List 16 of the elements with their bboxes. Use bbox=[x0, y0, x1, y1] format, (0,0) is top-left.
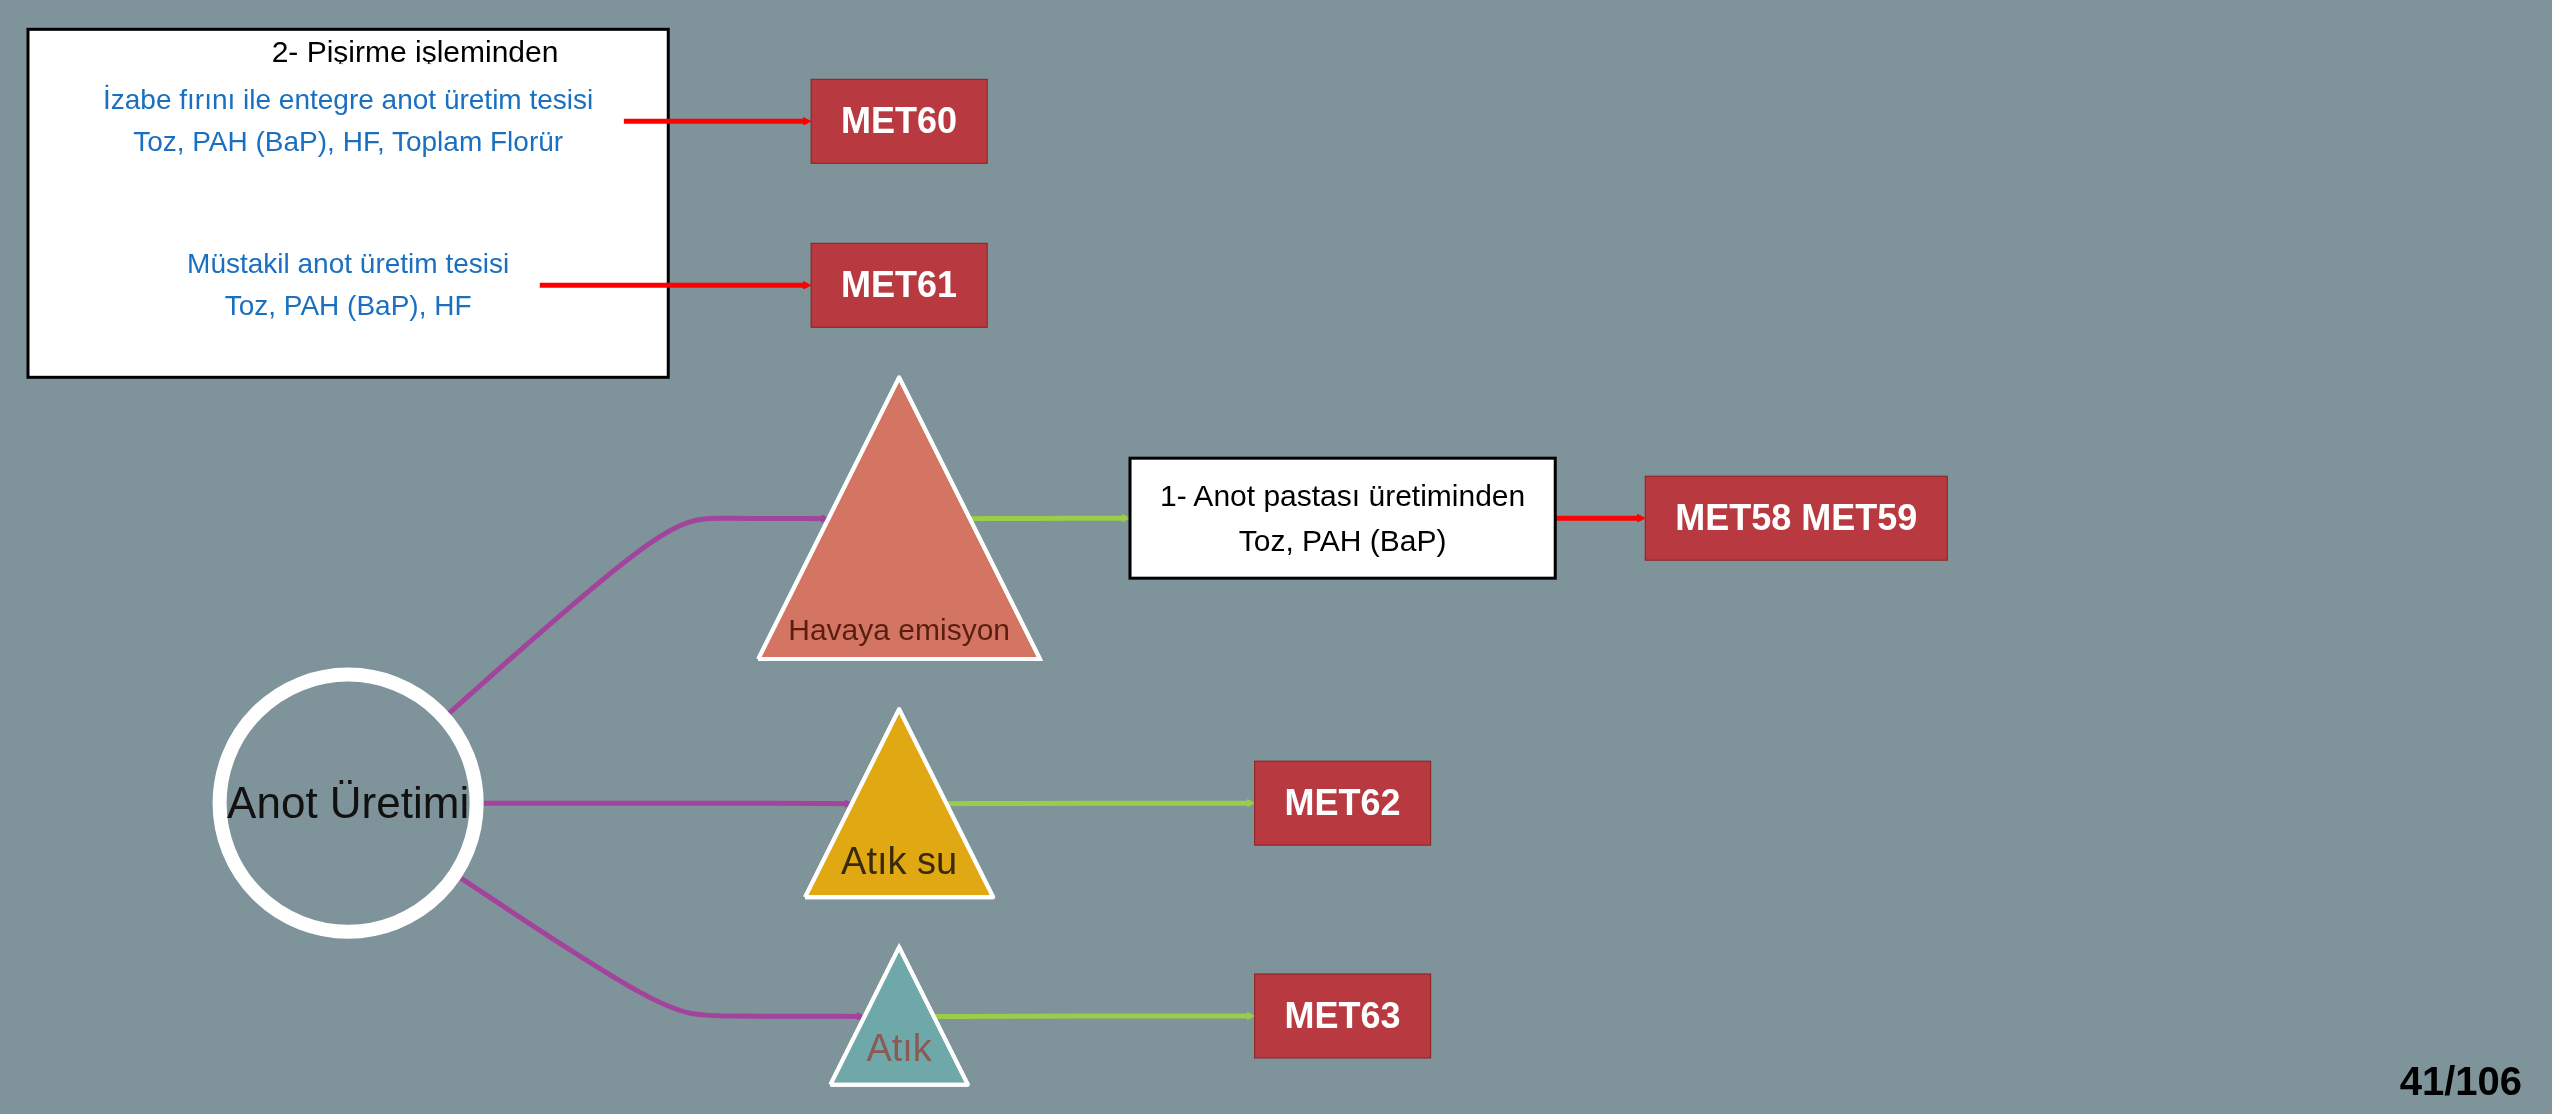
arrow bbox=[970, 513, 1131, 523]
arrow bbox=[623, 116, 812, 126]
node-box: MET62 bbox=[1254, 760, 1432, 846]
node-box: MET61 bbox=[810, 242, 988, 328]
node-box: MET63 bbox=[1254, 973, 1432, 1059]
node-box: MET60 bbox=[810, 78, 988, 164]
arrow bbox=[934, 1011, 1255, 1021]
node-text: İzabe fırını ile entegre anot üretim tesisi Toz, PAH (BaP), HF, Toplam Florür bbox=[103, 84, 594, 158]
page-number: 41/106 bbox=[2399, 1059, 2522, 1104]
node-box: 1- Anot pastası üretiminden Toz, PAH (BaP) bbox=[1128, 456, 1557, 580]
node-circle: Anot Üretimi bbox=[212, 667, 484, 939]
node-box: MET58 MET59 bbox=[1644, 475, 1948, 561]
arrow bbox=[946, 798, 1255, 808]
arrow bbox=[539, 280, 812, 290]
arrow bbox=[1555, 513, 1646, 523]
node-text: Müstakil anot üretim tesisi Toz, PAH (BaP), HF bbox=[187, 248, 510, 322]
